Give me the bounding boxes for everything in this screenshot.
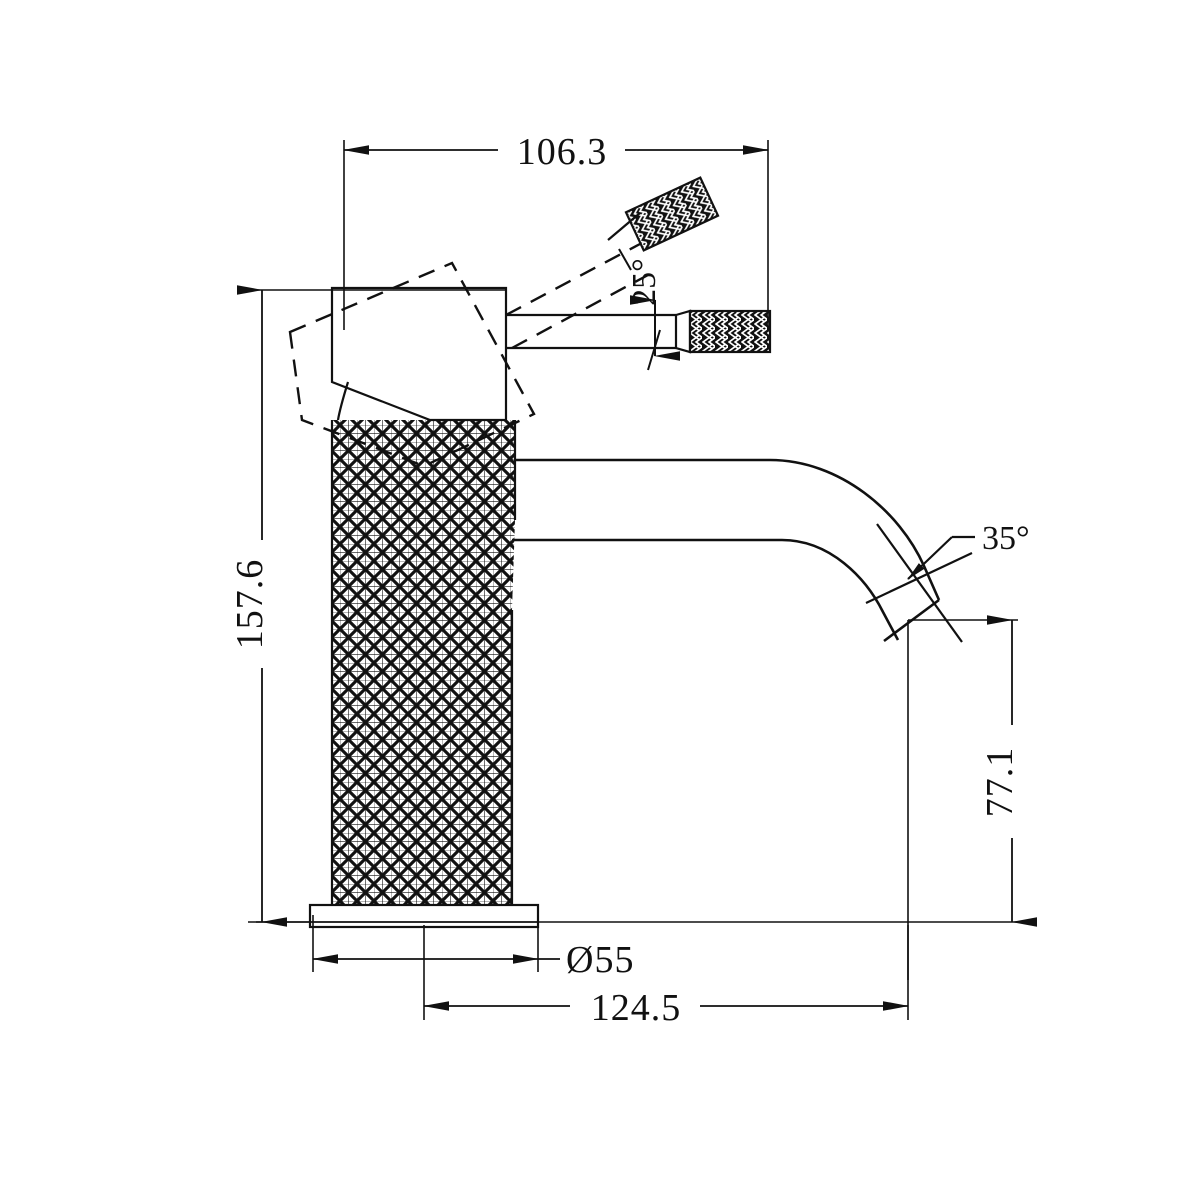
- dim-77-1: [907, 615, 1037, 980]
- dim-124-5: [423, 925, 909, 1020]
- dim-77-1-label: 77.1: [979, 747, 1021, 818]
- valve-housing-rotated: [288, 261, 536, 468]
- valve-housing: [330, 286, 508, 422]
- dim-106-3-label: 106.3: [517, 131, 608, 173]
- ang-35-label: 35°: [982, 520, 1030, 557]
- ang-35-leader: [907, 535, 975, 580]
- faucet-body: [330, 420, 517, 905]
- handle-grip-closed: [688, 309, 772, 354]
- base-plate: [308, 903, 540, 929]
- rotation-arc: [336, 381, 350, 421]
- handle-closed: [506, 295, 772, 371]
- dim-106-3: [343, 140, 769, 330]
- spout: [512, 458, 941, 643]
- handle-grip-open: [624, 176, 720, 252]
- dim-124-5-label: 124.5: [591, 987, 682, 1029]
- dim-55: [312, 915, 560, 972]
- dim-157-6-label: 157.6: [229, 559, 271, 650]
- dim-55-label: Ø55: [566, 939, 634, 981]
- handle-open: [505, 176, 720, 350]
- ang-25-label: 25°: [626, 258, 663, 306]
- outlet-centre-marks: [865, 523, 973, 643]
